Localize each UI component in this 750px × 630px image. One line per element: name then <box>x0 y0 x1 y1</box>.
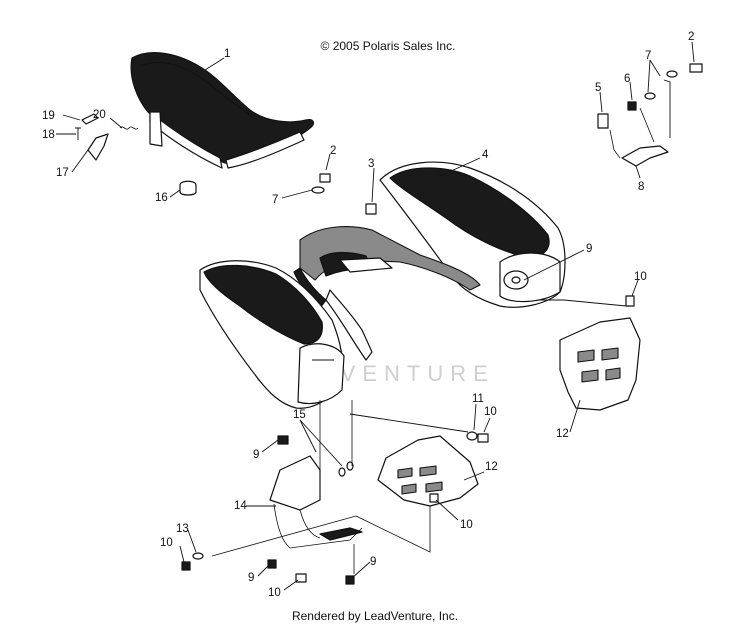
callout-spacer-15: 15 <box>293 409 306 421</box>
callout-fender-right: 4 <box>482 149 489 161</box>
callout-screw-top-right: 2 <box>688 31 694 43</box>
latch-hardware <box>75 113 197 196</box>
callout-bracket-8: 8 <box>638 181 644 193</box>
callout-washer-7-right: 7 <box>645 50 651 62</box>
callout-plate-19: 19 <box>42 110 55 122</box>
callout-washer-7-center: 7 <box>272 194 278 206</box>
rear-fender-left <box>199 260 345 409</box>
heel-guard-right <box>559 317 641 411</box>
callout-guard-12-center: 12 <box>485 461 498 473</box>
upper-right-bracket-hardware <box>597 63 703 167</box>
callout-rivet-18: 18 <box>42 129 55 141</box>
rear-fender-right <box>379 161 566 308</box>
callout-screw-center: 2 <box>330 145 336 157</box>
seat-part <box>130 52 315 169</box>
callout-washer-11: 11 <box>472 393 484 405</box>
callout-spring-20: 20 <box>93 109 106 121</box>
callout-bumper-16: 16 <box>155 192 168 204</box>
fasteners <box>181 173 635 585</box>
spring-20 <box>119 126 139 130</box>
callout-nut-9-bottom-right: 9 <box>370 556 376 568</box>
callout-bumper-3: 3 <box>368 158 374 170</box>
callout-bolt-5: 5 <box>595 82 601 94</box>
callout-guard-12-right: 12 <box>556 428 569 440</box>
footer-text: Rendered by LeadVenture, Inc. <box>292 609 458 623</box>
callout-screw-10-bottom: 10 <box>460 519 473 531</box>
copyright-text: © 2005 Polaris Sales Inc. <box>321 39 456 53</box>
callout-screw-10-right: 10 <box>634 271 647 283</box>
callout-nut-6: 6 <box>624 73 630 85</box>
bumper-16 <box>179 180 197 196</box>
callout-washer-13: 13 <box>176 523 189 535</box>
callout-bracket-14: 14 <box>234 500 247 512</box>
plate-19 <box>81 113 99 125</box>
callout-screw-10-mid: 10 <box>484 406 497 418</box>
callout-screw-10-left: 10 <box>160 537 173 549</box>
heel-guard-center <box>377 435 479 507</box>
leader-lines <box>56 41 695 591</box>
latch-17 <box>87 133 109 161</box>
callout-grommet-9-rear: 9 <box>586 243 592 255</box>
callout-screw-10-bottom-center: 10 <box>268 587 281 599</box>
fender-center-frame <box>293 226 481 361</box>
footrest-bracket <box>269 455 363 549</box>
callout-nut-9-left: 9 <box>253 449 259 461</box>
callout-seat: 1 <box>224 48 230 60</box>
callout-labels: 1 2 2 3 4 5 6 7 7 8 9 9 9 9 10 10 10 10 … <box>42 31 694 599</box>
callout-nut-9-bottom-left: 9 <box>248 572 254 584</box>
callout-latch-17: 17 <box>56 167 69 179</box>
